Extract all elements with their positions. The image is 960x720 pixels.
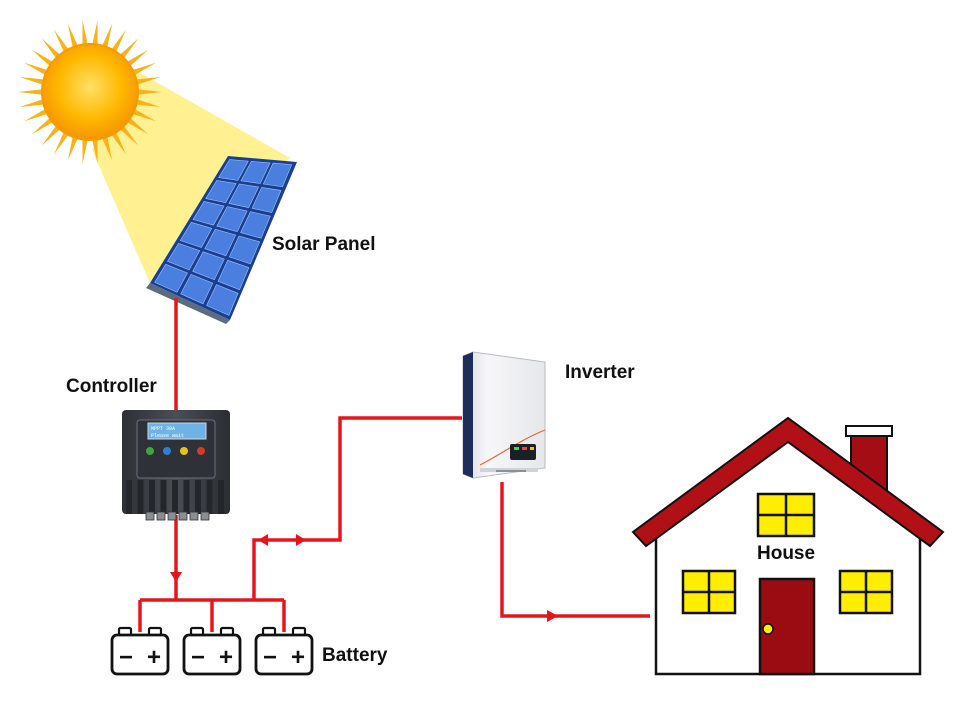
battery-plus-label: +	[219, 644, 233, 671]
battery-minus-label: −	[191, 644, 205, 671]
arrow-right	[296, 534, 306, 546]
solar-panel-label: Solar Panel	[272, 234, 376, 255]
controller-label: Controller	[66, 376, 157, 397]
house-window-top	[756, 492, 816, 538]
arrow-down	[170, 572, 182, 582]
battery-minus-label: −	[119, 644, 133, 671]
house-window-left	[681, 569, 737, 615]
solar-panel-icon	[146, 156, 297, 324]
battery-icon: −+	[110, 626, 170, 676]
battery-icon: −+	[182, 626, 242, 676]
inverter-icon	[462, 351, 546, 479]
house-window-right	[838, 569, 894, 615]
house-door	[758, 577, 816, 676]
arrow-right	[547, 610, 558, 622]
controller-icon: MPPT 30A Please wait	[122, 410, 230, 521]
arrow-left	[258, 534, 268, 546]
battery-icon: −+	[254, 626, 314, 676]
inverter-label: Inverter	[565, 362, 635, 383]
controller-screen-line1: MPPT 30A	[151, 426, 175, 432]
battery-plus-label: +	[147, 644, 161, 671]
battery-plus-label: +	[291, 644, 305, 671]
battery-minus-label: −	[263, 644, 277, 671]
sun-icon	[18, 20, 162, 164]
house-label: House	[757, 543, 816, 564]
battery-bank: −+−+−+	[110, 626, 314, 676]
house-icon	[631, 416, 945, 676]
battery-label: Battery	[322, 645, 388, 666]
wiring	[138, 298, 650, 632]
sunlight-beam	[92, 66, 290, 283]
flow-arrows	[170, 534, 558, 622]
controller-screen-line2: Please wait	[151, 433, 184, 439]
